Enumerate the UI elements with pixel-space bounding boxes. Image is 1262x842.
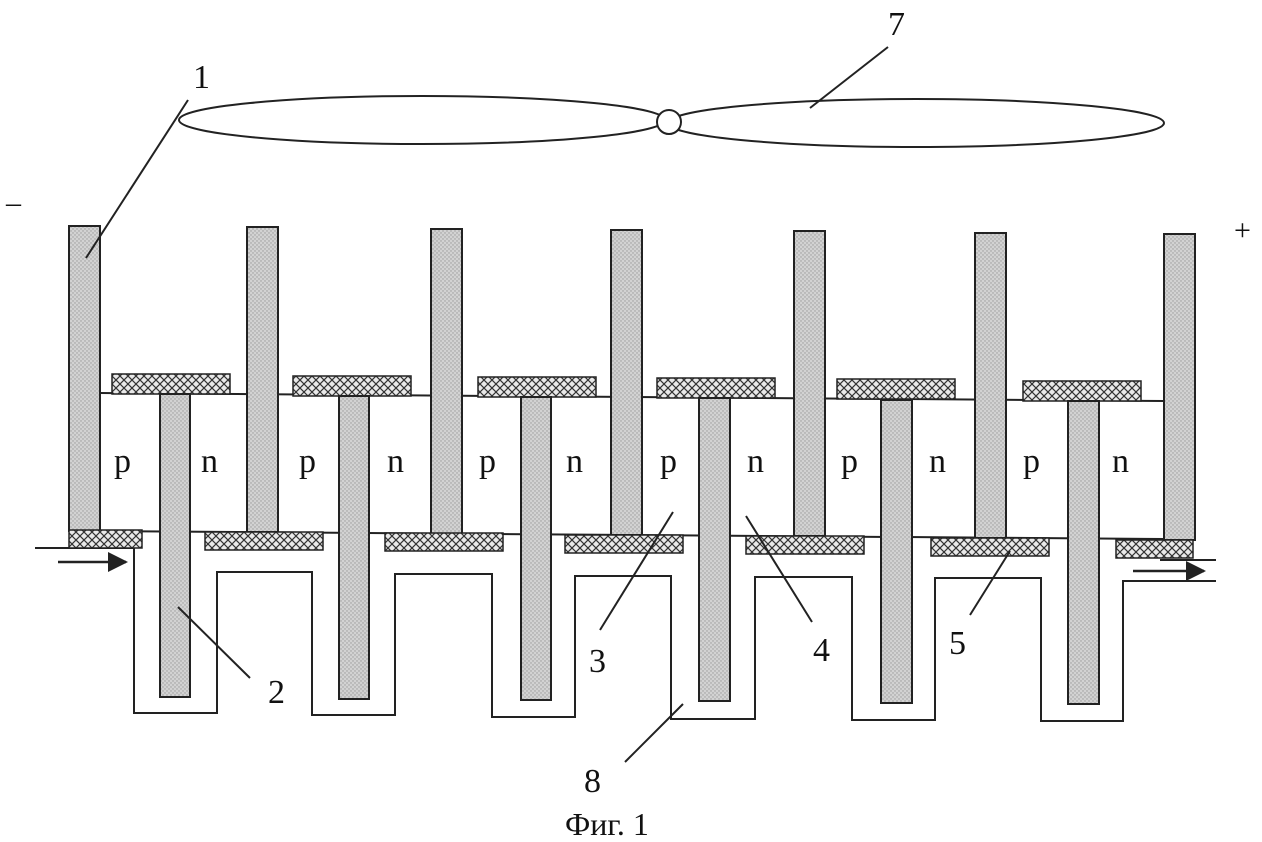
cell-label: p <box>114 443 131 480</box>
upper-pad <box>837 379 955 399</box>
lower-fin <box>160 394 190 697</box>
lower-pad <box>205 532 323 550</box>
upper-fin <box>69 226 100 531</box>
lower-fin <box>699 398 730 701</box>
upper-pad <box>293 376 411 396</box>
lower-fin <box>521 397 551 700</box>
callout-7: 7 <box>888 6 905 43</box>
lower-fin <box>1068 401 1099 704</box>
cell-label: p <box>841 443 858 480</box>
callout-4: 4 <box>813 632 830 669</box>
minus-sign: – <box>5 186 22 219</box>
cell-label: p <box>660 443 677 480</box>
upper-pad <box>1023 381 1141 401</box>
propeller <box>179 96 1164 147</box>
lower-pad <box>931 538 1049 556</box>
cell-label: n <box>929 443 946 480</box>
callout-3: 3 <box>589 643 606 680</box>
lower-fin <box>339 396 369 699</box>
callout-2: 2 <box>268 674 285 711</box>
cell-label: n <box>387 443 404 480</box>
callout-1: 1 <box>193 59 210 96</box>
cell-label: n <box>1112 443 1129 480</box>
upper-fin <box>247 227 278 532</box>
upper-fin <box>794 231 825 536</box>
leader-line-5 <box>970 551 1010 615</box>
upper-pad <box>478 377 596 397</box>
lower-pad <box>69 530 142 548</box>
plus-sign: + <box>1234 214 1251 247</box>
cooling-channel <box>35 548 1216 721</box>
callout-5: 5 <box>949 625 966 662</box>
lower-pad <box>565 535 683 553</box>
upper-pad <box>112 374 230 394</box>
propeller-blade-left <box>179 96 665 144</box>
cell-label: n <box>201 443 218 480</box>
lower-fin <box>881 400 912 703</box>
leader-line-8 <box>625 704 683 762</box>
propeller-hub <box>657 110 681 134</box>
upper-fin <box>611 230 642 535</box>
cell-label: n <box>566 443 583 480</box>
upper-fin <box>975 233 1006 538</box>
lower-pad <box>385 533 503 551</box>
cell-label: n <box>747 443 764 480</box>
callout-8: 8 <box>584 763 601 800</box>
cell-label: p <box>299 443 316 480</box>
callout-numbers: 1 2 3 4 5 7 8 <box>193 6 966 800</box>
figure-caption: Фиг. 1 <box>565 806 649 842</box>
lower-pad <box>1116 540 1193 558</box>
leader-line-1 <box>86 100 188 258</box>
cell-label: p <box>479 443 496 480</box>
upper-fin <box>431 229 462 534</box>
upper-pad <box>657 378 775 398</box>
propeller-blade-right <box>668 99 1164 147</box>
cell-label: p <box>1023 443 1040 480</box>
upper-fin <box>1164 234 1195 540</box>
